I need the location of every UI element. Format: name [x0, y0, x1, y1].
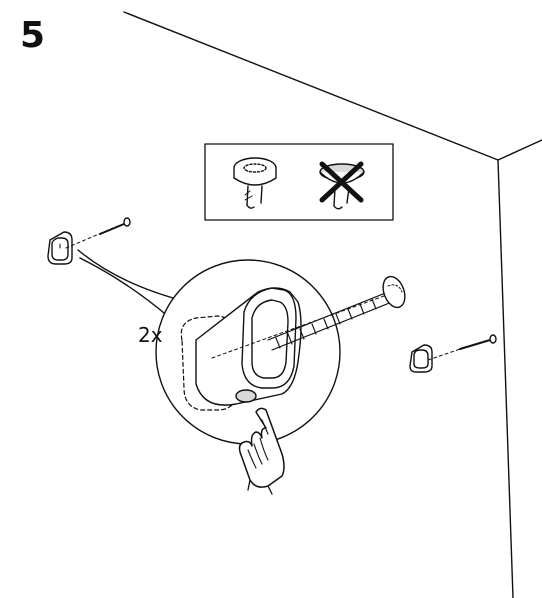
screw-icon	[99, 217, 131, 235]
mushroom-head-screw-icon	[233, 157, 277, 209]
screw-type-panel	[204, 143, 394, 221]
quantity-label: 2x	[138, 323, 163, 347]
wall-corner-lines	[123, 11, 542, 598]
pointing-hand-icon	[238, 407, 285, 495]
left-wall-bracket-assembly	[47, 217, 131, 265]
right-wall-bracket-assembly	[409, 334, 497, 373]
screw-icon	[267, 275, 406, 351]
screw-icon	[459, 334, 497, 350]
screw-type-frame	[204, 143, 394, 221]
step-number: 5	[20, 15, 46, 56]
countersunk-screw-crossed-icon	[319, 161, 365, 210]
wall-bracket-icon	[409, 344, 433, 373]
wall-bracket-icon	[47, 231, 73, 265]
detail-magnified-view	[155, 259, 406, 495]
